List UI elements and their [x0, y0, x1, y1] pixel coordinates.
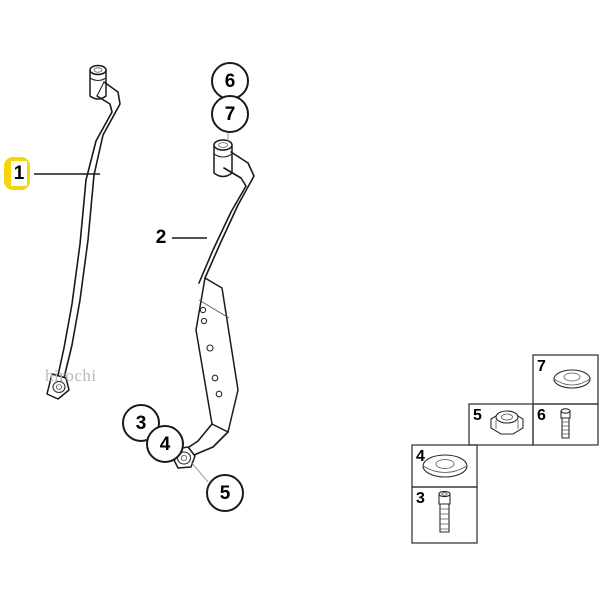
bolt-icon-6	[560, 408, 571, 439]
part-2-end-fitting	[213, 139, 233, 178]
watermark: hirochi	[45, 366, 97, 385]
callout-1-label: 1	[11, 161, 27, 186]
callout-7[interactable]: 7	[211, 95, 249, 133]
inset-label-7: 7	[537, 358, 546, 375]
callout-6[interactable]: 6	[211, 62, 249, 100]
inset-legend-artwork	[411, 354, 599, 544]
part-1-end-fitting	[89, 64, 107, 100]
washer-icon-7	[553, 369, 591, 389]
callout-1-highlighted[interactable]: 1	[4, 157, 30, 190]
inset-label-4: 4	[416, 448, 425, 465]
part-1-rod	[46, 64, 121, 400]
callout-3[interactable]: 3	[122, 404, 160, 442]
inset-label-5: 5	[473, 407, 482, 424]
callout-2[interactable]: 2	[155, 227, 167, 248]
bolt-icon-3	[438, 490, 451, 533]
callout-4[interactable]: 4	[146, 425, 184, 463]
callout-5[interactable]: 5	[206, 474, 244, 512]
hex-nut-icon-5	[490, 410, 524, 435]
inset-label-3: 3	[416, 490, 425, 507]
washer-icon-4	[422, 454, 468, 478]
part-1-lower-joint	[46, 373, 70, 400]
part-2-bracket-plate	[195, 277, 239, 433]
inset-label-6: 6	[537, 407, 546, 424]
part-2-rod-assembly	[172, 139, 255, 469]
